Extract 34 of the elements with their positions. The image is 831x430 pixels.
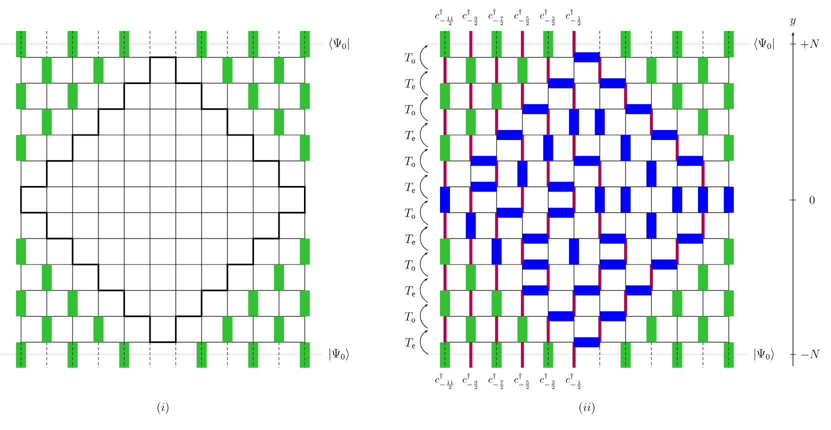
operator-label: $c^\dagger_{-\frac{9}{2}}$	[462, 8, 478, 26]
operator-label: $c^\dagger_{-\frac{11}{2}}$	[435, 8, 454, 26]
tick-label: $0$	[810, 196, 815, 204]
operator-label: $c^\dagger_{-\frac{1}{2}}$	[566, 372, 581, 390]
ket-label: $|\Psi_0\rangle$	[330, 348, 349, 360]
panel-label: $(ii)$	[580, 402, 594, 414]
operator-label: $T_\mathrm{e}$	[405, 338, 416, 348]
operator-label: $c^\dagger_{-\frac{7}{2}}$	[488, 372, 504, 390]
operator-label: $T_\mathrm{e}$	[405, 286, 416, 296]
operator-label: $c^\dagger_{-\frac{3}{2}}$	[540, 372, 555, 390]
operator-label: $c^\dagger_{-\frac{9}{2}}$	[462, 372, 478, 390]
operator-label: $c^\dagger_{-\frac{5}{2}}$	[514, 372, 530, 390]
operator-label: $T_\mathrm{o}$	[404, 312, 415, 322]
operator-label: $T_\mathrm{e}$	[405, 131, 416, 142]
operator-label: $c^\dagger_{-\frac{1}{2}}$	[566, 8, 581, 26]
operator-label: $T_\mathrm{o}$	[404, 105, 415, 116]
operator-label: $c^\dagger_{-\frac{5}{2}}$	[514, 8, 530, 26]
operator-label: $T_\mathrm{e}$	[405, 79, 416, 90]
ket-label: $|\Psi_0\rangle$	[754, 348, 774, 360]
operator-label: $T_\mathrm{e}$	[405, 182, 416, 193]
operator-label: $c^\dagger_{-\frac{7}{2}}$	[488, 8, 504, 26]
axis-label: $y$	[790, 18, 796, 26]
operator-label: $T_\mathrm{o}$	[404, 53, 415, 64]
tick-label: $+N$	[800, 39, 820, 49]
operator-label: $T_\mathrm{o}$	[404, 260, 415, 271]
operator-label: $T_\mathrm{e}$	[405, 234, 416, 245]
tick-label: $-N$	[801, 350, 820, 358]
bra-label: $\langle\Psi_0|$	[754, 38, 774, 50]
bra-label: $\langle\Psi_0|$	[330, 38, 349, 50]
operator-label: $T_\mathrm{o}$	[404, 156, 415, 167]
operator-label: $c^\dagger_{-\frac{3}{2}}$	[540, 8, 555, 26]
panel-label: $(i)$	[158, 402, 168, 414]
operator-label: $c^\dagger_{-\frac{11}{2}}$	[435, 372, 454, 390]
operator-label: $T_\mathrm{o}$	[404, 208, 415, 219]
